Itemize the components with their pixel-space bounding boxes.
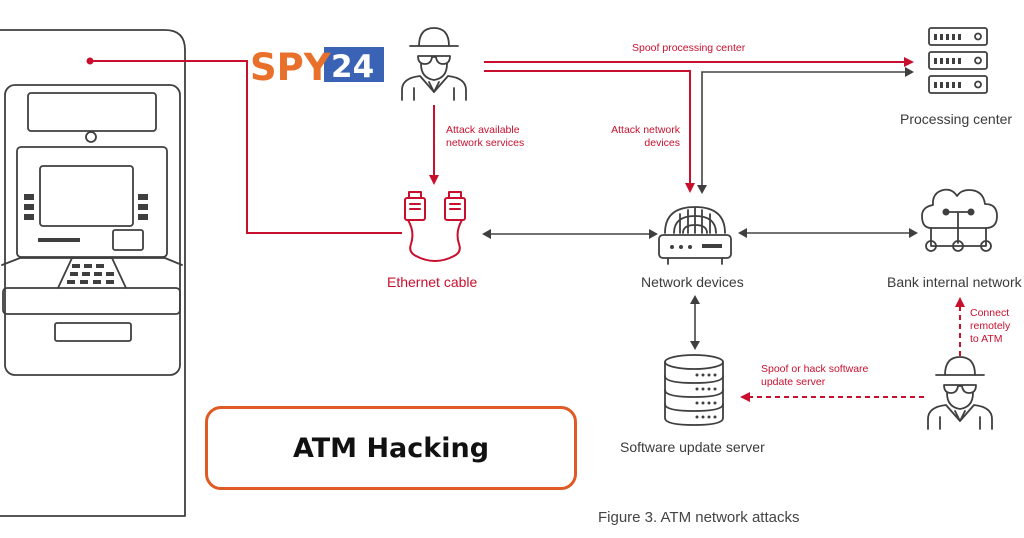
ethernet-cable-label: Ethernet cable: [387, 274, 477, 290]
spoof-processing-center-link: [484, 57, 914, 67]
attack-services-annotation-line2: network services: [446, 137, 524, 149]
router-icon: [658, 206, 732, 265]
spoof-processing-center-annotation: Spoof processing center: [632, 42, 746, 54]
processing-to-network-link: [697, 67, 914, 194]
attack-services-annotation-line1: Attack available: [446, 124, 520, 136]
bank-internal-network-label: Bank internal network: [887, 274, 1023, 290]
title-text: ATM Hacking: [292, 432, 490, 464]
figure-caption: Figure 3. ATM network attacks: [598, 509, 800, 526]
connect-remotely-annotation-line1: Connect: [970, 307, 1009, 319]
spoof-update-server-link: [740, 392, 924, 402]
connect-remotely-annotation-line2: remotely: [970, 320, 1011, 332]
attack-services-link: [429, 105, 439, 185]
attack-network-devices-link: [484, 70, 695, 193]
hacker-icon: [927, 356, 993, 430]
spoof-update-annotation-line2: update server: [761, 376, 826, 388]
logo-brand-text: SPY: [250, 46, 332, 89]
spoof-update-annotation-line1: Spoof or hack software: [761, 363, 869, 375]
atm-icon: [0, 29, 186, 517]
attack-devices-annotation-line2: devices: [644, 137, 680, 149]
processing-center-label: Processing center: [900, 111, 1012, 127]
database-server-icon: [664, 354, 724, 426]
software-update-server-label: Software update server: [620, 439, 765, 455]
ethernet-network-link: [482, 229, 658, 239]
ethernet-cable-icon: [404, 191, 466, 262]
network-devices-label: Network devices: [641, 274, 744, 290]
atm-to-ethernet-link: [86, 57, 402, 234]
attack-devices-annotation-line1: Attack network: [611, 124, 681, 136]
logo-brand-number: 24: [331, 49, 374, 85]
hacker-icon: [401, 27, 467, 101]
title-box: ATM Hacking: [205, 406, 577, 490]
network-bank-link: [738, 228, 918, 238]
cloud-network-icon: [921, 188, 998, 252]
server-rack-icon: [928, 27, 988, 94]
connect-remotely-link: [955, 297, 965, 356]
connect-remotely-annotation-line3: to ATM: [970, 333, 1002, 345]
spy24-logo: SPY 24: [250, 46, 384, 89]
network-update-link: [690, 295, 700, 350]
logo-blue-block: [324, 47, 384, 82]
